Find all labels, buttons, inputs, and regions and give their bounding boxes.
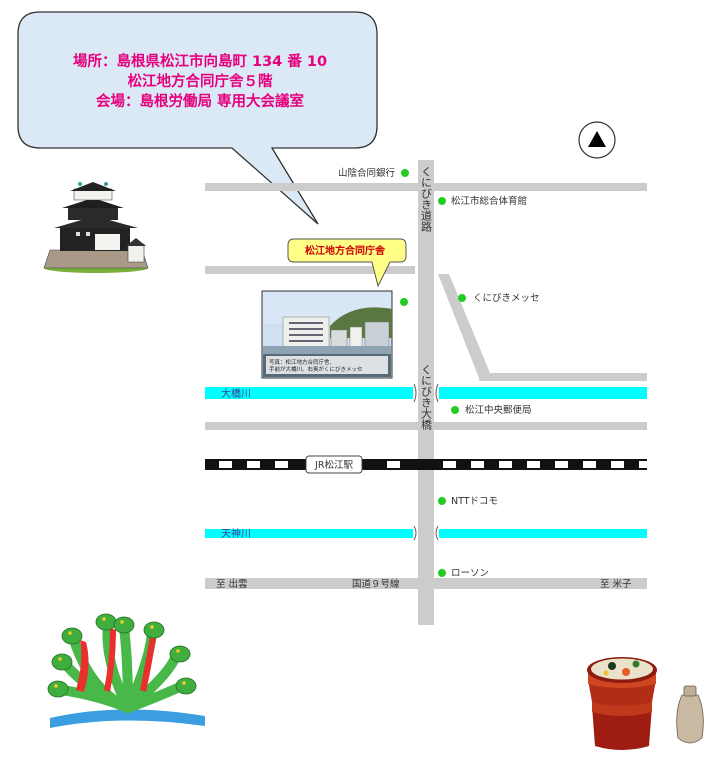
- river-label-ohashi: 大橋川: [221, 387, 251, 400]
- landmark-label-lawson: ローソン: [451, 568, 489, 579]
- river-ohashi-west: [205, 387, 413, 399]
- building-tag: 松江地方合同庁舎: [287, 238, 407, 288]
- photo-caption-line1: 写真：松江地方合同庁舎、: [269, 358, 335, 366]
- rail-tick: [387, 461, 400, 468]
- landmark-label-bank: 山陰合同銀行: [338, 167, 396, 179]
- rail-tick: [471, 461, 484, 468]
- station-label: JR松江駅: [314, 459, 353, 471]
- building-photo: 写真：松江地方合同庁舎、 手前が大橋川、右奥がくにびきメッセ: [261, 290, 393, 379]
- landmark-label-messe: くにびきメッセ: [473, 293, 540, 304]
- rail-tick: [219, 461, 232, 468]
- river-tenjin-west: [205, 529, 413, 538]
- landmark-label-docomo: NTTドコモ: [451, 496, 498, 507]
- building-tag-label: 松江地方合同庁舎: [305, 244, 386, 257]
- road-network: [205, 160, 647, 625]
- landmark-label-gym: 松江市総合体育館: [451, 195, 527, 207]
- rail-tick: [527, 461, 540, 468]
- destination-dot: [400, 298, 408, 306]
- rail-tick: [639, 461, 652, 468]
- road-horizontal-2: [205, 266, 415, 274]
- road-to-messe: [479, 373, 647, 381]
- rail-tick: [499, 461, 512, 468]
- rail-tick: [275, 461, 288, 468]
- landmark-label-post-office: 松江中央郵便局: [465, 404, 532, 416]
- road-diagonal: [438, 274, 490, 378]
- bowl-icon: [587, 657, 704, 750]
- road-label-kunibiki-ohashi: くにびき大橋: [420, 364, 433, 431]
- river-tenjin-east: [439, 529, 647, 538]
- rail-tick: [555, 461, 568, 468]
- river-label-tenjin: 天神川: [221, 527, 251, 540]
- road-label-izumo: 至 出雲: [216, 578, 248, 590]
- photo-caption-line2: 手前が大橋川、右奥がくにびきメッセ: [269, 365, 363, 373]
- river-ohashi-east: [439, 387, 647, 399]
- north-arrow-icon: [578, 121, 616, 159]
- landmarks: 山陰合同銀行 松江市総合体育館 くにびきメッセ 松江中央郵便局 NTTドコモ ロ…: [338, 167, 540, 579]
- callout-venue: 会場：島根労働局 専用大会議室: [96, 92, 304, 110]
- location-callout: 場所：島根県松江市向島町 134 番 10 松江地方合同庁舎５階 会場：島根労働…: [17, 11, 378, 225]
- railway-jr: JR松江駅: [205, 455, 652, 474]
- rail-tick: [583, 461, 596, 468]
- rail-tick: [443, 461, 456, 468]
- rail-tick: [611, 461, 624, 468]
- road-label-route9: 国道９号線: [352, 578, 400, 590]
- callout-address: 場所：島根県松江市向島町 134 番 10: [73, 52, 327, 70]
- road-label-yonago: 至 米子: [600, 578, 632, 590]
- road-labels: くにびき道路 くにびき大橋 至 出雲 国道９号線 至 米子: [216, 166, 632, 590]
- castle-icon: [43, 182, 149, 273]
- callout-building: 松江地方合同庁舎５階: [128, 72, 273, 90]
- dragon-icon: [47, 613, 205, 728]
- rivers: 大橋川 天神川: [205, 383, 647, 541]
- road-label-kunibiki-douro: くにびき道路: [420, 166, 433, 233]
- road-kunibiki-main: [418, 160, 434, 625]
- rail-tick: [247, 461, 260, 468]
